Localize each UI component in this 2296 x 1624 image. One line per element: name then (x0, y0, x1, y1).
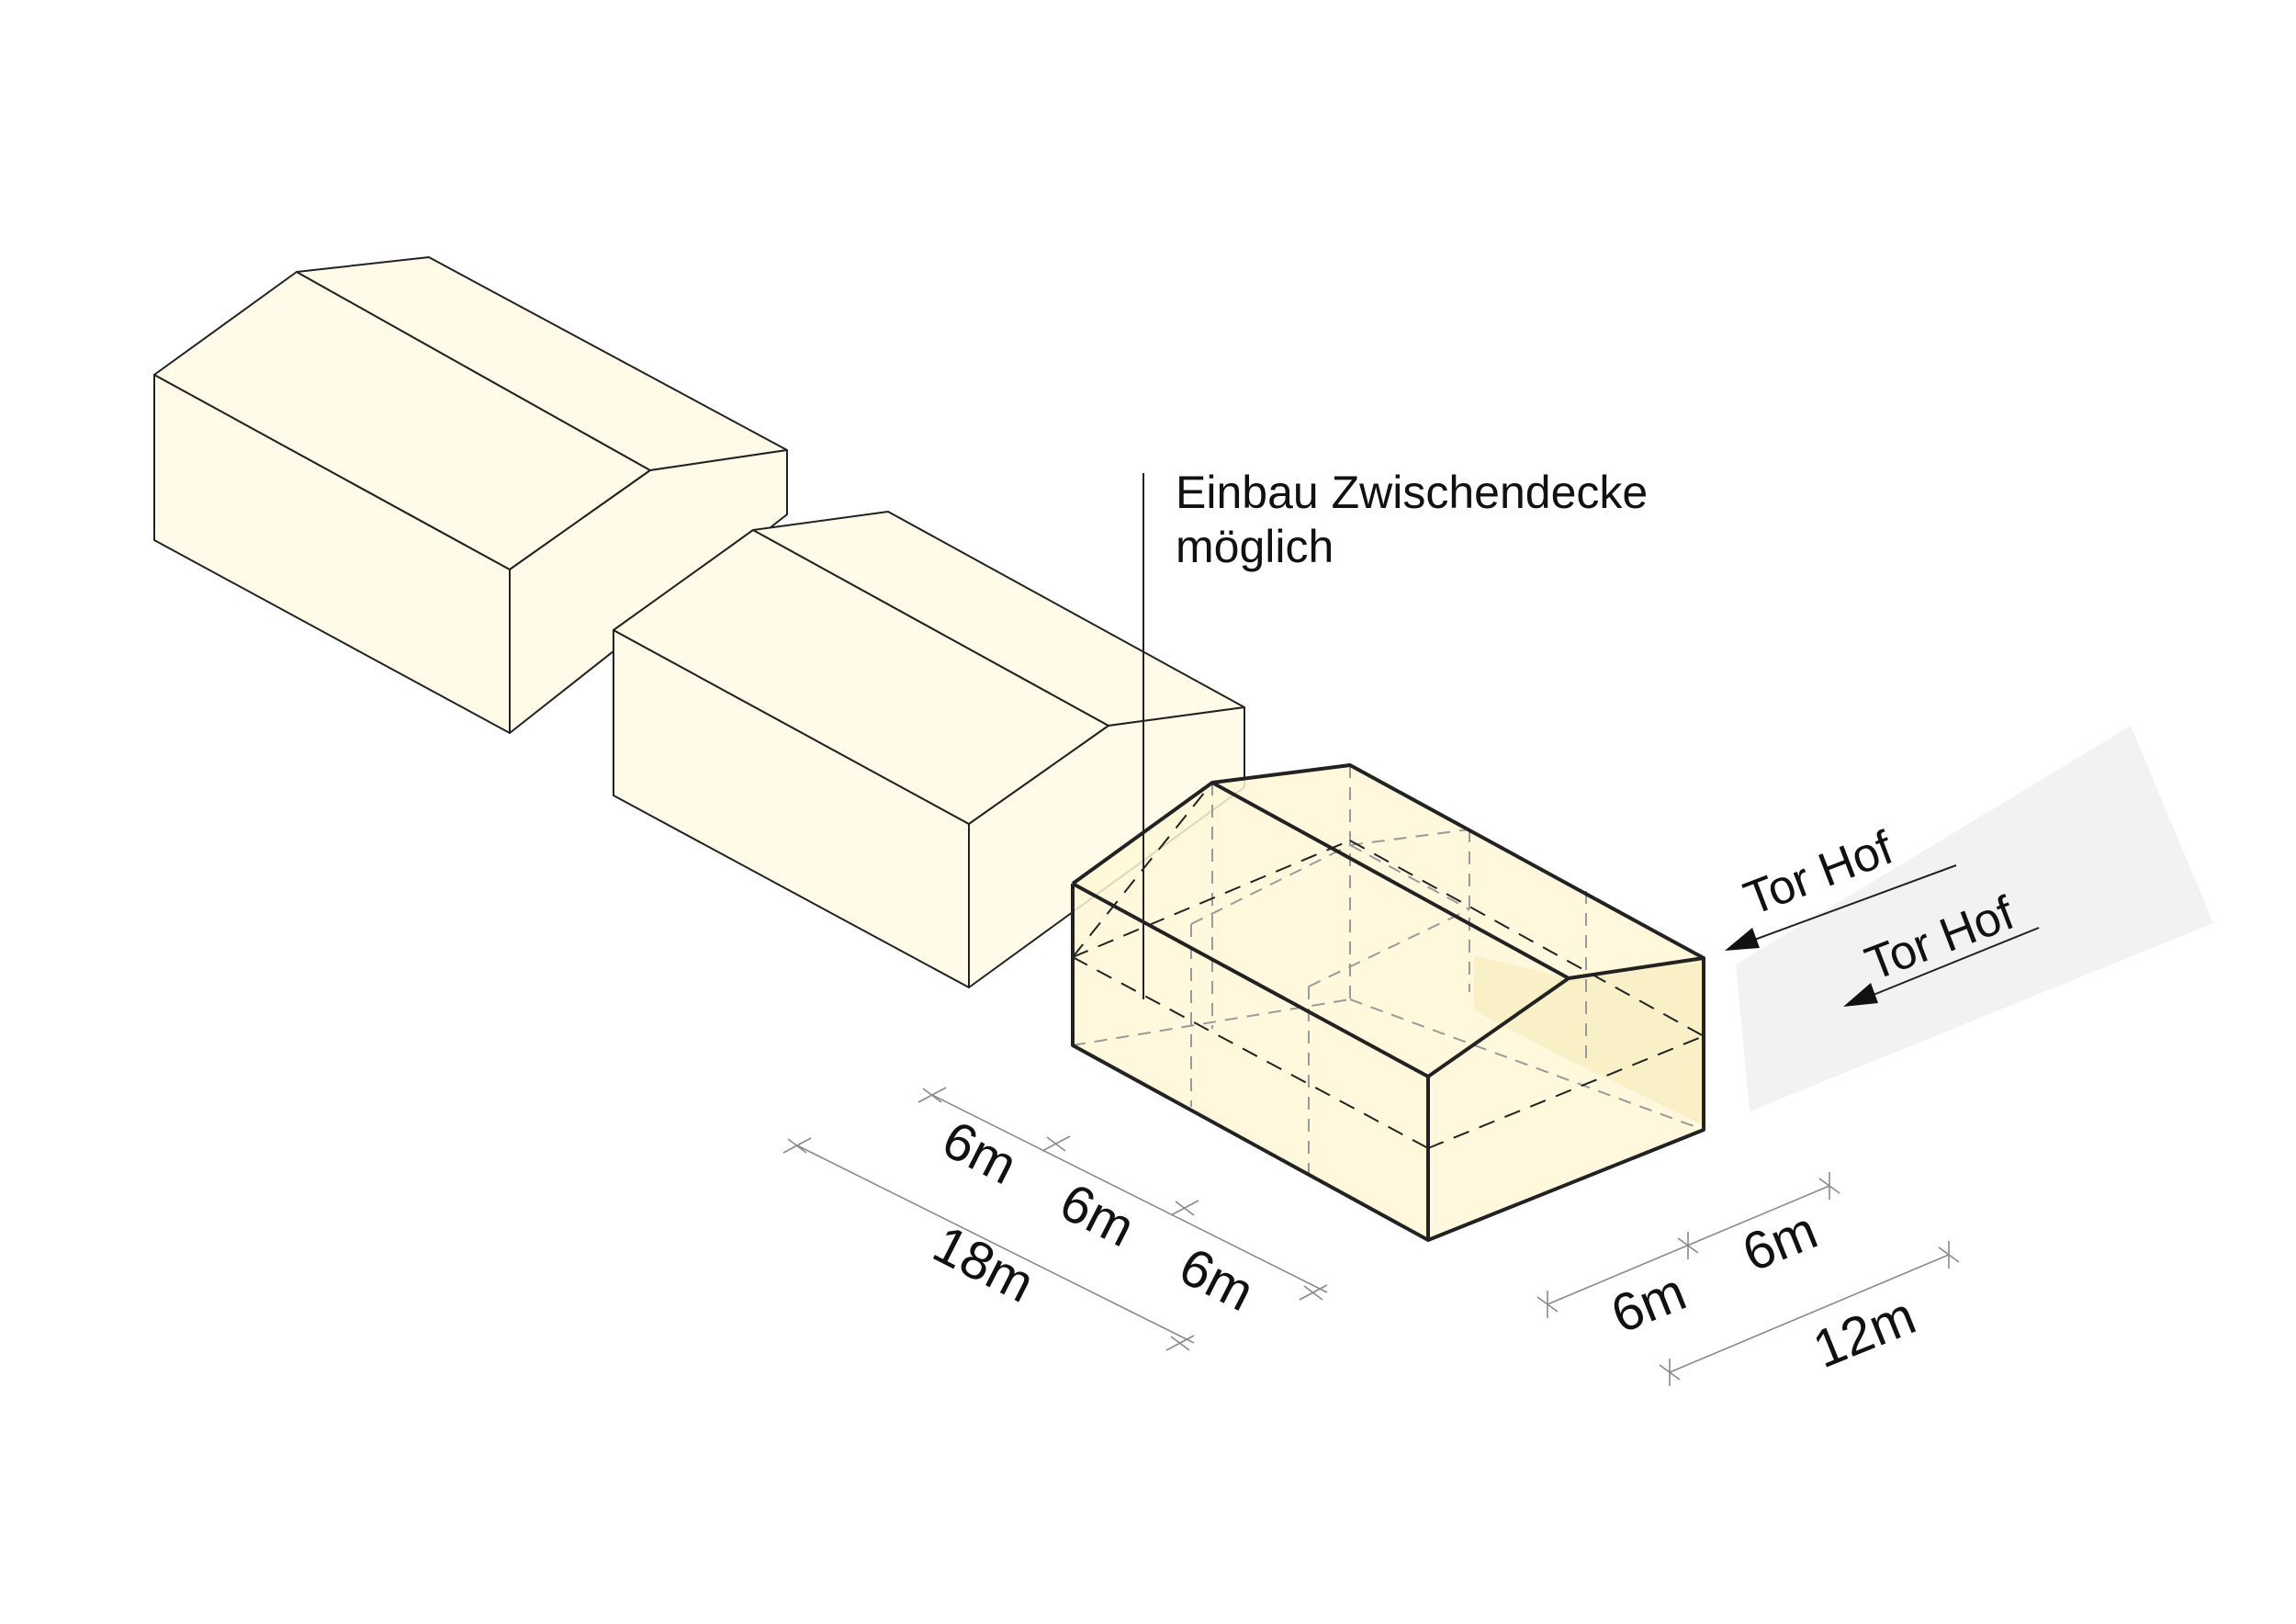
building-middle (613, 511, 1245, 988)
highlighted-roof-back (1212, 765, 1704, 978)
hidden-edges (1072, 765, 1705, 1174)
building-highlighted (1071, 763, 1705, 1242)
annotation-line-1: Einbau Zwischendecke (1176, 467, 1648, 518)
building-back (153, 256, 788, 734)
gate-arrow-2 (1843, 927, 2040, 1007)
dimension-length-segments (917, 1087, 1328, 1301)
gate-arrow-1-head (1725, 928, 1760, 951)
highlighted-outline (1071, 763, 1705, 1242)
width-total-label: 12m (1806, 1286, 1924, 1381)
length-segment-label-3: 6m (1170, 1236, 1263, 1323)
gate-arrow-1 (1725, 864, 1957, 951)
gate-arrow-2-head (1843, 983, 1878, 1007)
length-segment-label-2: 6m (1051, 1172, 1143, 1258)
dimension-width-total (1659, 1241, 1960, 1386)
highlighted-interior-zone (1474, 955, 1704, 1125)
annotation-line-2: möglich (1176, 521, 1334, 572)
highlighted-long-wall (1073, 884, 1428, 1240)
dimension-width-segments (1536, 1172, 1840, 1318)
length-segment-label-1: 6m (933, 1110, 1026, 1196)
width-segment-label-2: 6m (1735, 1201, 1826, 1283)
building-middle-gable-wall (968, 706, 1245, 988)
building-back-gable-wall (509, 449, 788, 734)
dimension-length-total (782, 1137, 1195, 1351)
length-total-label: 18m (924, 1214, 1043, 1314)
ground-shadow (1736, 726, 2213, 1111)
highlighted-roof-front (1073, 783, 1569, 1077)
width-segment-label-1: 6m (1604, 1262, 1694, 1345)
